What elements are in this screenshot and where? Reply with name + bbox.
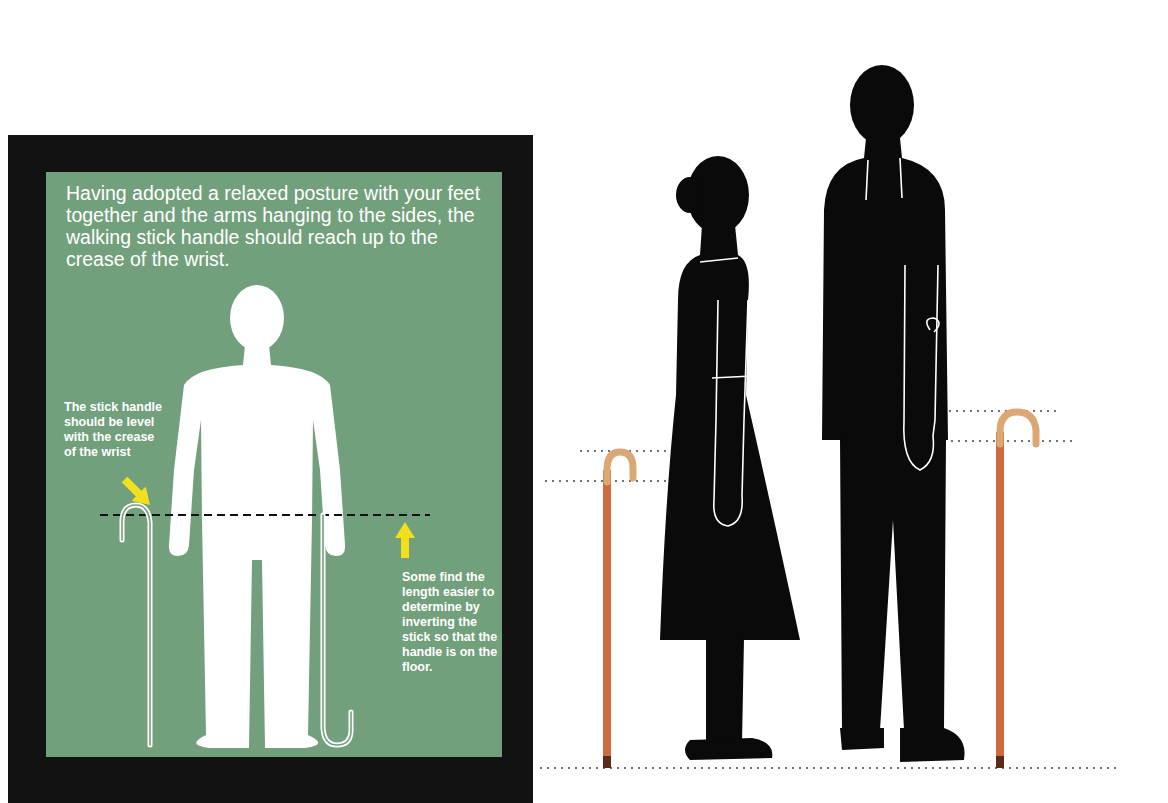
walking-cane [603, 452, 633, 768]
callout-text: Some find the length easier to determine… [402, 570, 500, 675]
walking-stick [122, 505, 150, 745]
figure-body [169, 345, 345, 748]
inverted-stick [323, 515, 351, 745]
figure-head [230, 285, 284, 351]
man-arm-outline [866, 158, 939, 470]
heading-text: Having adopted a relaxed posture with yo… [66, 182, 498, 270]
pointer-arrow [117, 472, 157, 512]
callout-text: The stick handle should be level with th… [64, 400, 164, 460]
level-line [100, 514, 430, 516]
pointer-arrow [395, 522, 415, 558]
instruction-panel: Having adopted a relaxed posture with yo… [46, 172, 502, 757]
man-silhouette [822, 65, 965, 762]
walking-cane [996, 412, 1036, 768]
woman-arm-outline [700, 258, 752, 526]
dotted-guides [540, 411, 1120, 768]
woman-silhouette [660, 156, 800, 760]
